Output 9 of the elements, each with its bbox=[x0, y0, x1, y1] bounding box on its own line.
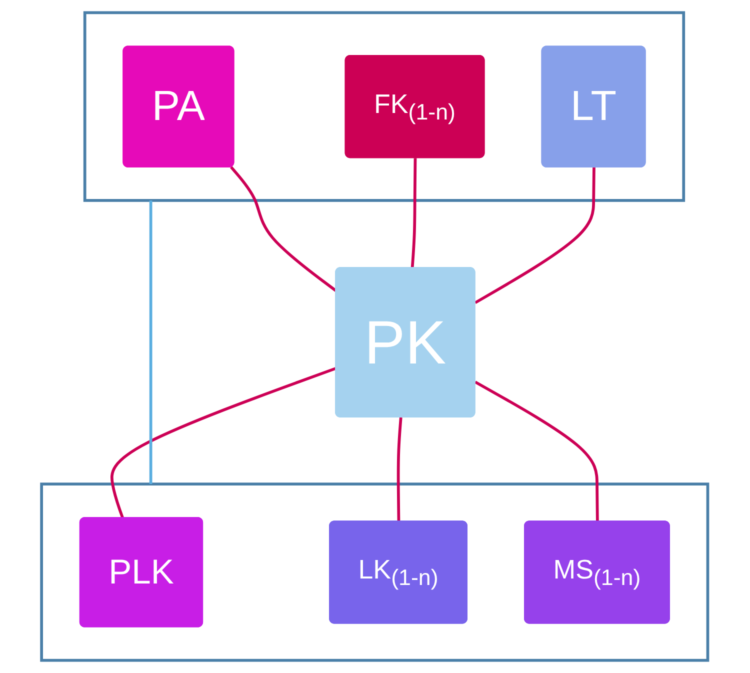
cluster bbox=[40, 482, 710, 662]
connector bbox=[411, 158, 418, 268]
cluster bbox=[84, 11, 686, 202]
connector bbox=[230, 166, 338, 292]
connector bbox=[474, 380, 600, 522]
connector bbox=[110, 366, 337, 519]
connector bbox=[397, 417, 403, 522]
connector bbox=[474, 167, 596, 304]
connector bbox=[150, 200, 153, 484]
